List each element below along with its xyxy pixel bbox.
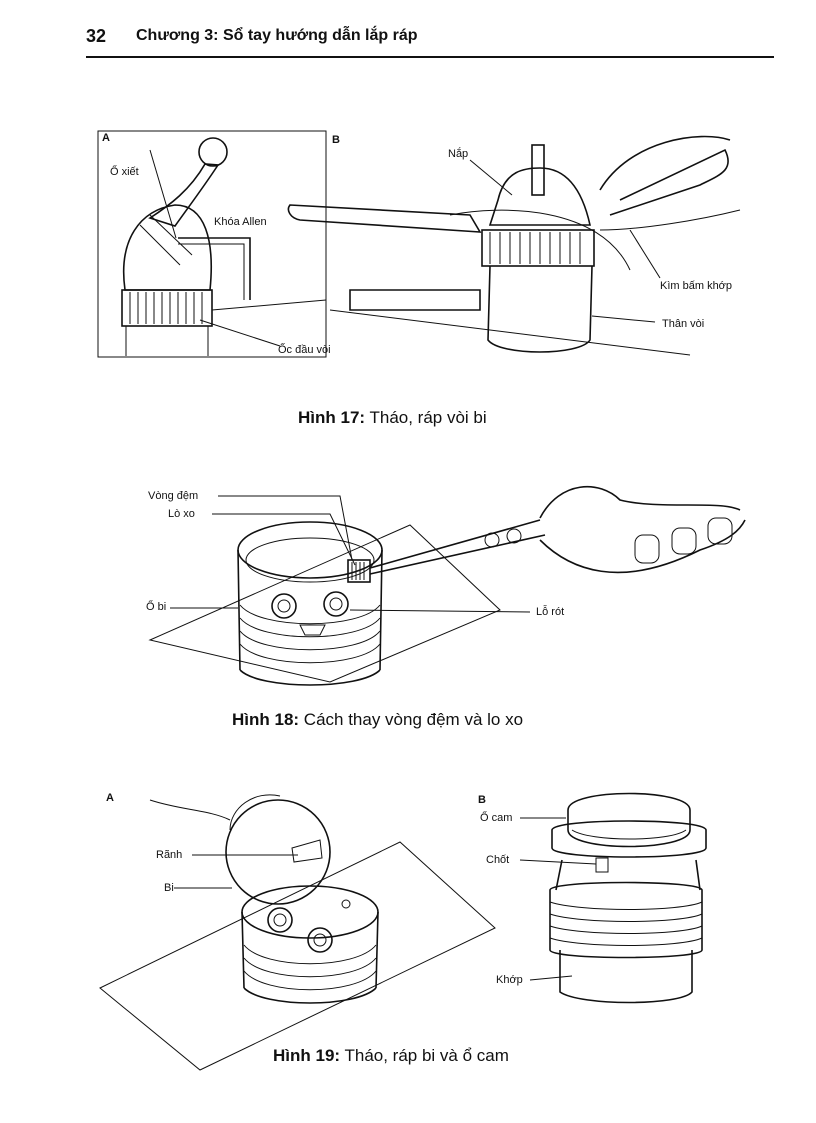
fig19-panel-a-label: A: [106, 792, 114, 804]
figure-18-caption-text: Cách thay vòng đệm và lo xo: [303, 710, 524, 729]
figure-17-panel-a-drawing: [97, 130, 741, 358]
figure-17-caption-text: Tháo, ráp vòi bi: [369, 408, 487, 427]
chapter-title: Chương 3: Sổ tay hướng dẫn lắp ráp: [136, 27, 418, 44]
label-ranh: Rãnh: [156, 849, 183, 861]
label-lo-xo: Lò xo: [168, 508, 195, 520]
label-khop: Khớp: [496, 974, 523, 986]
label-kim-bam-khop: Kìm bấm khớp: [660, 280, 733, 292]
fig19-panel-b-label: B: [478, 794, 486, 806]
figure-18-caption-number: Hình 18:: [232, 710, 300, 729]
label-chot: Chốt: [486, 854, 510, 866]
label-than-voi: Thân vòi: [662, 318, 705, 330]
page-header: 32 Chương 3: Sổ tay hướng dẫn lắp ráp: [86, 26, 774, 58]
label-bi: Bi: [164, 882, 174, 894]
figure-18-caption: Hình 18: Cách thay vòng đệm và lo xo: [232, 710, 523, 730]
label-vong-dem: Vòng đệm: [148, 490, 199, 502]
figure-18-drawing: [148, 486, 746, 686]
label-lo-rot: Lỗ rót: [536, 606, 565, 618]
label-oc-dau-voi: Ốc đầu vòi: [278, 344, 331, 356]
figure-19-caption-number: Hình 19:: [273, 1046, 341, 1065]
label-o-cam: Ổ cam: [480, 812, 513, 824]
fig17-panel-a-label: A: [102, 132, 110, 144]
figure-17-caption-number: Hình 17:: [298, 408, 366, 427]
fig17-panel-b-label: B: [332, 134, 340, 146]
label-khoa-allen: Khóa Allen: [214, 216, 267, 228]
figure-18: Vòng đệm Lò xo Ổ bi Lỗ rót Hình 18: Cách…: [0, 440, 816, 740]
figure-19: A B Rãnh Bi Ổ cam Chốt Khớp Hình 19: Thá…: [0, 770, 816, 1090]
label-nap: Nắp: [448, 148, 469, 160]
label-o-xiet: Ổ xiết: [110, 166, 139, 178]
figure-17-caption: Hình 17: Tháo, ráp vòi bi: [298, 408, 487, 428]
label-o-bi: Ổ bi: [146, 601, 167, 613]
figure-17: A B Ổ xiết Khóa Allen Ốc đầu vòi Nắp Kìm…: [0, 0, 816, 440]
figure-19-caption-text: Tháo, ráp bi và ổ cam: [344, 1046, 509, 1065]
page-number: 32: [86, 26, 107, 46]
figure-19-caption: Hình 19: Tháo, ráp bi và ổ cam: [273, 1046, 509, 1066]
figure-19-drawing: [99, 792, 707, 1071]
